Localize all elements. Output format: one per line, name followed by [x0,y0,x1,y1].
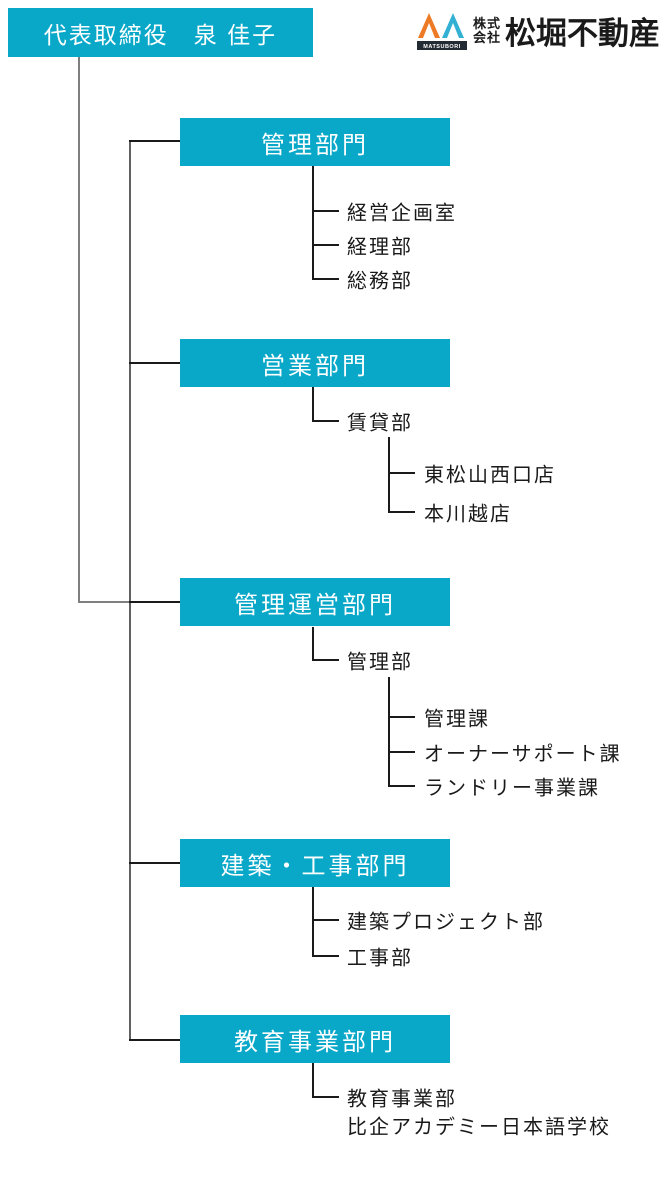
dept-box-kyoiku: 教育事業部門 [180,1015,450,1063]
dept-label: 営業部門 [261,352,369,380]
connector-line [129,141,131,1041]
connector-line [388,437,390,513]
connector-line [312,166,314,280]
dept-label: 教育事業部門 [234,1028,396,1056]
connector-line [388,511,415,513]
dept-box-kanri: 管理部門 [180,118,450,166]
unit-label: 東松山西口店 [424,464,556,487]
connector-line [312,887,314,957]
connector-line [129,140,180,142]
logo-company-prefix: 株式 会社 [472,15,501,45]
unit-label: 工事部 [347,947,413,970]
connector-line [129,1039,180,1041]
connector-line [388,785,415,787]
connector-line [388,472,415,474]
connector-line [312,420,339,422]
unit-label: 経理部 [347,236,413,259]
connector-line [388,751,415,753]
unit-label: オーナーサポート課 [424,743,622,766]
connector-line [312,627,314,661]
connector-line [312,278,339,280]
connector-line [129,862,180,864]
unit-label: 教育事業部 [347,1088,457,1111]
dept-box-eigyo: 営業部門 [180,339,450,387]
unit-label: 比企アカデミー日本語学校 [347,1116,611,1139]
unit-label: 管理課 [424,708,490,731]
connector-line [78,57,80,603]
logo-company-name: 松堀不動産 [505,16,660,51]
connector-line [312,244,339,246]
connector-line [312,659,339,661]
connector-line [312,919,339,921]
ceo-label: 代表取締役 泉 佳子 [43,21,278,48]
dept-label: 管理運営部門 [234,591,396,619]
connector-line [388,716,415,718]
dept-label: 建築・工事部門 [220,852,410,880]
unit-label: ランドリー事業課 [424,777,600,800]
connector-line [312,955,339,957]
unit-label: 総務部 [347,270,413,293]
connector-line [388,677,390,787]
logo-prefix-line1: 株式 [472,15,501,31]
unit-label: 管理部 [347,651,413,674]
dept-box-kenchiku: 建築・工事部門 [180,839,450,887]
dept-box-kanriunei: 管理運営部門 [180,578,450,626]
connector-line [312,387,314,422]
logo-mark-text: MATSUBORI [423,44,460,50]
dept-label: 管理部門 [261,131,369,159]
connector-line [312,1096,339,1098]
unit-label: 本川越店 [424,503,512,526]
unit-label: 建築プロジェクト部 [347,911,545,934]
connector-line [129,362,180,364]
ceo-box: 代表取締役 泉 佳子 [8,8,313,57]
connector-line [312,210,339,212]
connector-line [312,1063,314,1098]
connector-line [78,601,132,603]
unit-label: 賃貸部 [347,412,413,435]
logo-prefix-line2: 会社 [472,29,501,45]
company-logo: MATSUBORI 株式 会社 松堀不動産 [416,8,660,53]
unit-label: 経営企画室 [347,202,457,225]
matsubori-logo-icon: MATSUBORI [416,12,467,50]
connector-line [129,601,180,603]
